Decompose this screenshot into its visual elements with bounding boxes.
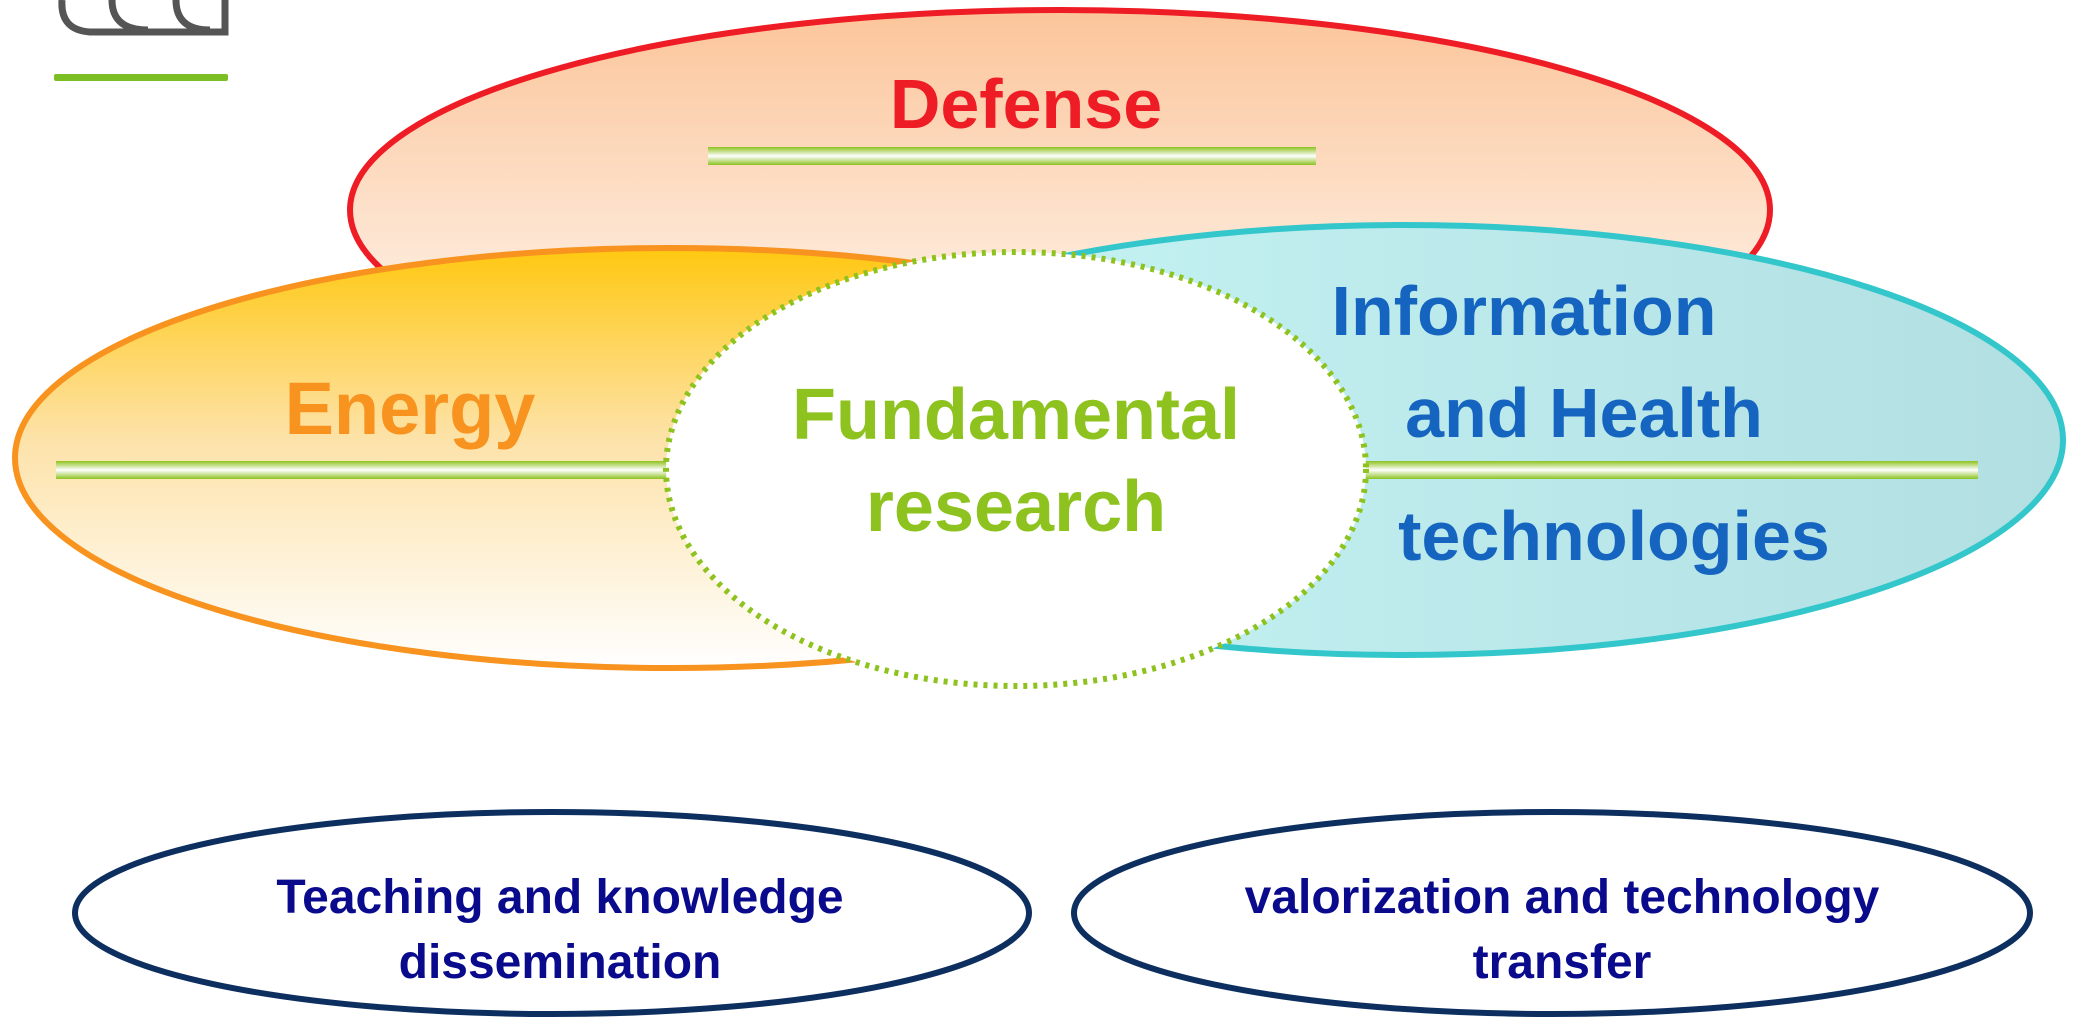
info-health-label-line3: technologies	[1398, 497, 1830, 575]
teaching-label-line1: Teaching and knowledge	[276, 871, 843, 924]
fundamental-research-ellipse	[663, 249, 1369, 689]
energy-divider	[56, 461, 670, 479]
defense-label: Defense	[890, 65, 1162, 143]
info-health-label-line2: and Health	[1405, 374, 1763, 452]
cea-logo-icon	[58, 0, 229, 36]
cea-logo: cea	[0, 0, 229, 81]
valorization-label-line2: transfer	[1473, 936, 1652, 989]
logo-underline	[54, 74, 228, 81]
fundamental-research-line2: research	[866, 467, 1166, 547]
info-health-label-line1: Information	[1332, 272, 1717, 350]
teaching-label-line2: dissemination	[399, 936, 722, 989]
valorization-label-line1: valorization and technology	[1245, 871, 1880, 924]
cea-logo-icon	[108, 0, 149, 34]
energy-label: Energy	[285, 367, 536, 450]
teaching-ellipse	[72, 809, 1032, 1017]
info-health-divider	[1360, 461, 1978, 479]
logo-text: cea	[0, 0, 2, 1]
cea-logo-icon	[172, 0, 211, 34]
fundamental-research-line1: Fundamental	[792, 375, 1240, 455]
defense-divider	[708, 147, 1316, 165]
valorization-ellipse	[1071, 809, 2033, 1017]
